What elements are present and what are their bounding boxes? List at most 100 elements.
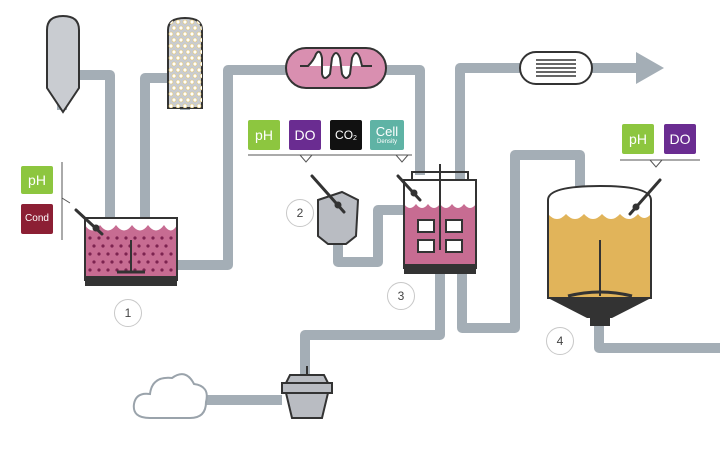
cell-density-badge-stage3: Cell Density: [370, 120, 404, 150]
bead: [175, 79, 181, 85]
pipe-tank1-to-exchanger: [175, 65, 292, 270]
particle: [92, 244, 96, 248]
step-number-4: 4: [546, 327, 574, 355]
pipe-vessel2-to-reactor3: [333, 205, 404, 267]
column-beads: [168, 19, 202, 108]
bead: [171, 97, 177, 103]
bead: [182, 43, 188, 49]
step-number-2: 2: [286, 199, 314, 227]
particle: [88, 268, 92, 272]
particle: [97, 268, 101, 272]
bead: [189, 67, 195, 73]
particle: [88, 236, 92, 240]
particle: [169, 268, 173, 272]
pipe-exchanger-to-reactor3: [384, 65, 425, 175]
heat-exchanger: [285, 47, 387, 89]
bead: [199, 73, 202, 79]
bead: [171, 37, 177, 43]
bead: [171, 85, 177, 91]
bead: [175, 43, 181, 49]
bead: [185, 97, 191, 103]
bead: [175, 55, 181, 61]
bead: [182, 55, 188, 61]
particle: [137, 260, 141, 264]
bead: [171, 25, 177, 31]
bead: [168, 79, 174, 85]
particle: [97, 236, 101, 240]
bead: [196, 55, 202, 61]
particle: [142, 236, 146, 240]
bead: [199, 97, 202, 103]
particle: [169, 236, 173, 240]
particle: [151, 236, 155, 240]
particle: [137, 244, 141, 248]
particle: [164, 260, 168, 264]
bead: [171, 49, 177, 55]
bead: [192, 25, 198, 31]
bead: [182, 31, 188, 37]
bead: [168, 43, 174, 49]
bead: [168, 91, 174, 97]
bead: [199, 61, 202, 67]
bead: [178, 25, 184, 31]
bead: [185, 25, 191, 31]
particle: [124, 236, 128, 240]
step-number-3: 3: [387, 282, 415, 310]
pipe-tank4-out: [594, 325, 720, 353]
bead: [178, 37, 184, 43]
pipe-reactor3-to-tank4: [457, 150, 585, 333]
bead: [185, 37, 191, 43]
bead: [168, 103, 174, 108]
bead: [199, 25, 202, 31]
bead: [182, 91, 188, 97]
bead: [189, 55, 195, 61]
ph-badge-stage1: pH: [21, 166, 53, 194]
particle: [101, 260, 105, 264]
bead: [199, 85, 202, 91]
bead: [189, 91, 195, 97]
bead: [192, 73, 198, 79]
sensor-brackets: [61, 154, 700, 240]
particle: [101, 244, 105, 248]
particle: [110, 260, 114, 264]
particle: [133, 252, 137, 256]
inline-filter: [519, 51, 593, 85]
bead: [185, 73, 191, 79]
bead: [199, 37, 202, 43]
bead: [185, 61, 191, 67]
pipe-reactor3-to-filter: [455, 63, 520, 180]
bead: [185, 49, 191, 55]
feed-vessel-2: [317, 190, 360, 245]
bead: [196, 31, 202, 37]
do-badge-stage4: DO: [664, 124, 696, 154]
bead: [168, 67, 174, 73]
bead: [175, 19, 181, 25]
particle: [124, 252, 128, 256]
bead: [196, 79, 202, 85]
bead: [192, 61, 198, 67]
particle: [155, 244, 159, 248]
particle: [97, 252, 101, 256]
bead: [182, 79, 188, 85]
bead: [178, 97, 184, 103]
particle: [119, 244, 123, 248]
particle: [151, 268, 155, 272]
bead: [189, 103, 195, 108]
bead: [196, 91, 202, 97]
particle: [119, 260, 123, 264]
bead: [178, 61, 184, 67]
particle: [106, 236, 110, 240]
particle: [151, 252, 155, 256]
bead: [171, 73, 177, 79]
particle: [146, 244, 150, 248]
storage-column-1: [46, 14, 80, 114]
bead: [178, 49, 184, 55]
bead: [175, 67, 181, 73]
bead: [168, 31, 174, 37]
bead: [168, 55, 174, 61]
bead: [175, 91, 181, 97]
particle: [106, 252, 110, 256]
